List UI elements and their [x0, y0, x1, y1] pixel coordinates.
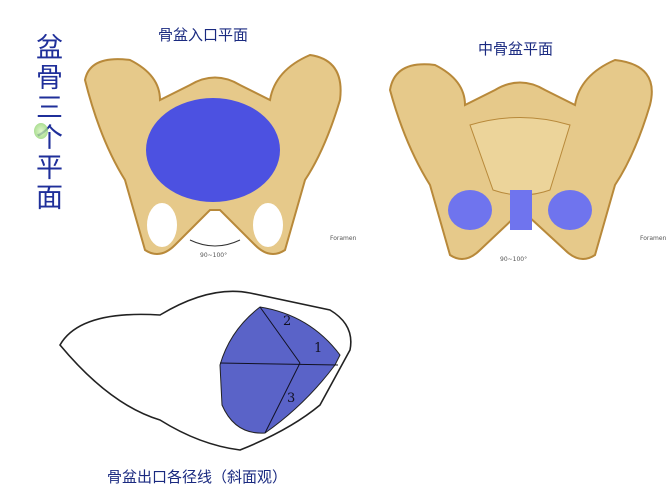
inlet-title: 骨盆入口平面 [158, 26, 249, 44]
inlet-plane [146, 98, 280, 202]
outlet-caption: 骨盆出口各径线（斜面观） [107, 468, 288, 486]
mid-plane-left [448, 190, 492, 230]
diameter-3-label: 3 [287, 391, 296, 406]
title-char: 三 [36, 93, 63, 124]
title-char: 骨 [36, 63, 63, 94]
mid-foramen-label: Foramen [640, 235, 667, 242]
title-char: 平 [36, 153, 63, 184]
title-char: 面 [36, 183, 63, 214]
mid-title: 中骨盆平面 [478, 40, 554, 58]
cursor-marker-icon [34, 123, 48, 139]
slide-vertical-title: 盆 骨 三 个 平 面 [36, 34, 66, 214]
inlet-angle-label: 90~100° [200, 252, 228, 259]
pelvis-inlet-illustration [83, 53, 342, 255]
mid-plane-right [548, 190, 592, 230]
pelvis-mid-illustration [388, 58, 653, 260]
outlet-plane [219, 306, 341, 434]
title-char: 盆 [36, 33, 63, 64]
mid-angle-label: 90~100° [500, 256, 528, 263]
diameter-1-label: 1 [314, 341, 323, 356]
inlet-foramen-label: Foramen [330, 235, 357, 242]
pelvis-outlet-illustration [59, 290, 352, 451]
diameter-2-label: 2 [283, 314, 292, 329]
